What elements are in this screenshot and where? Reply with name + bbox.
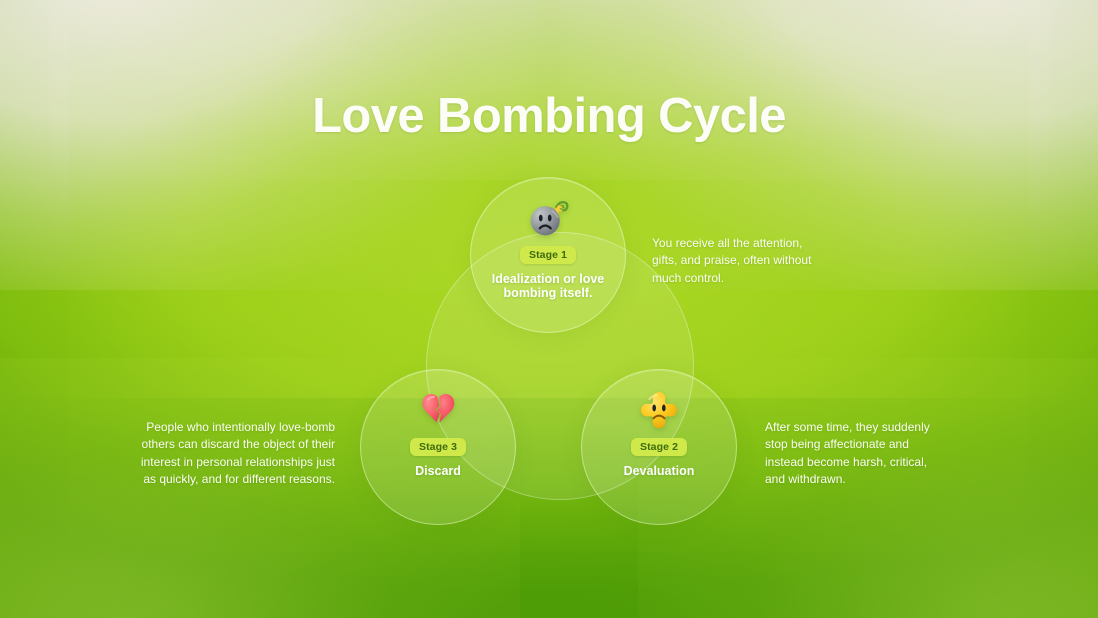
cycle-node-stage-2[interactable]: Stage 2 Devaluation bbox=[581, 369, 737, 525]
bomb-sad-face-emoji bbox=[530, 201, 569, 236]
cycle-node-stage-3[interactable]: Stage 3 Discard bbox=[360, 369, 516, 525]
stage-badge: Stage 3 bbox=[409, 438, 467, 456]
page-title: Love Bombing Cycle bbox=[312, 89, 786, 143]
stage-3-description: People who intentionally love-bomb other… bbox=[140, 420, 335, 487]
stage-label: Discard bbox=[415, 464, 461, 478]
stage-badge: Stage 1 bbox=[519, 246, 577, 264]
stage-badge: Stage 2 bbox=[630, 438, 688, 456]
stage-label: Idealization or love bombing itself. bbox=[491, 272, 605, 300]
stage-1-description: You receive all the attention, gifts, an… bbox=[652, 236, 812, 285]
star-sad-face-emoji bbox=[640, 392, 678, 429]
cycle-node-stage-1[interactable]: Stage 1 Idealization or love bombing its… bbox=[470, 177, 626, 333]
stage-2-description: After some time, they suddenly stop bein… bbox=[765, 420, 930, 487]
stage-label: Devaluation bbox=[623, 464, 695, 478]
broken-heart-emoji bbox=[422, 393, 455, 423]
